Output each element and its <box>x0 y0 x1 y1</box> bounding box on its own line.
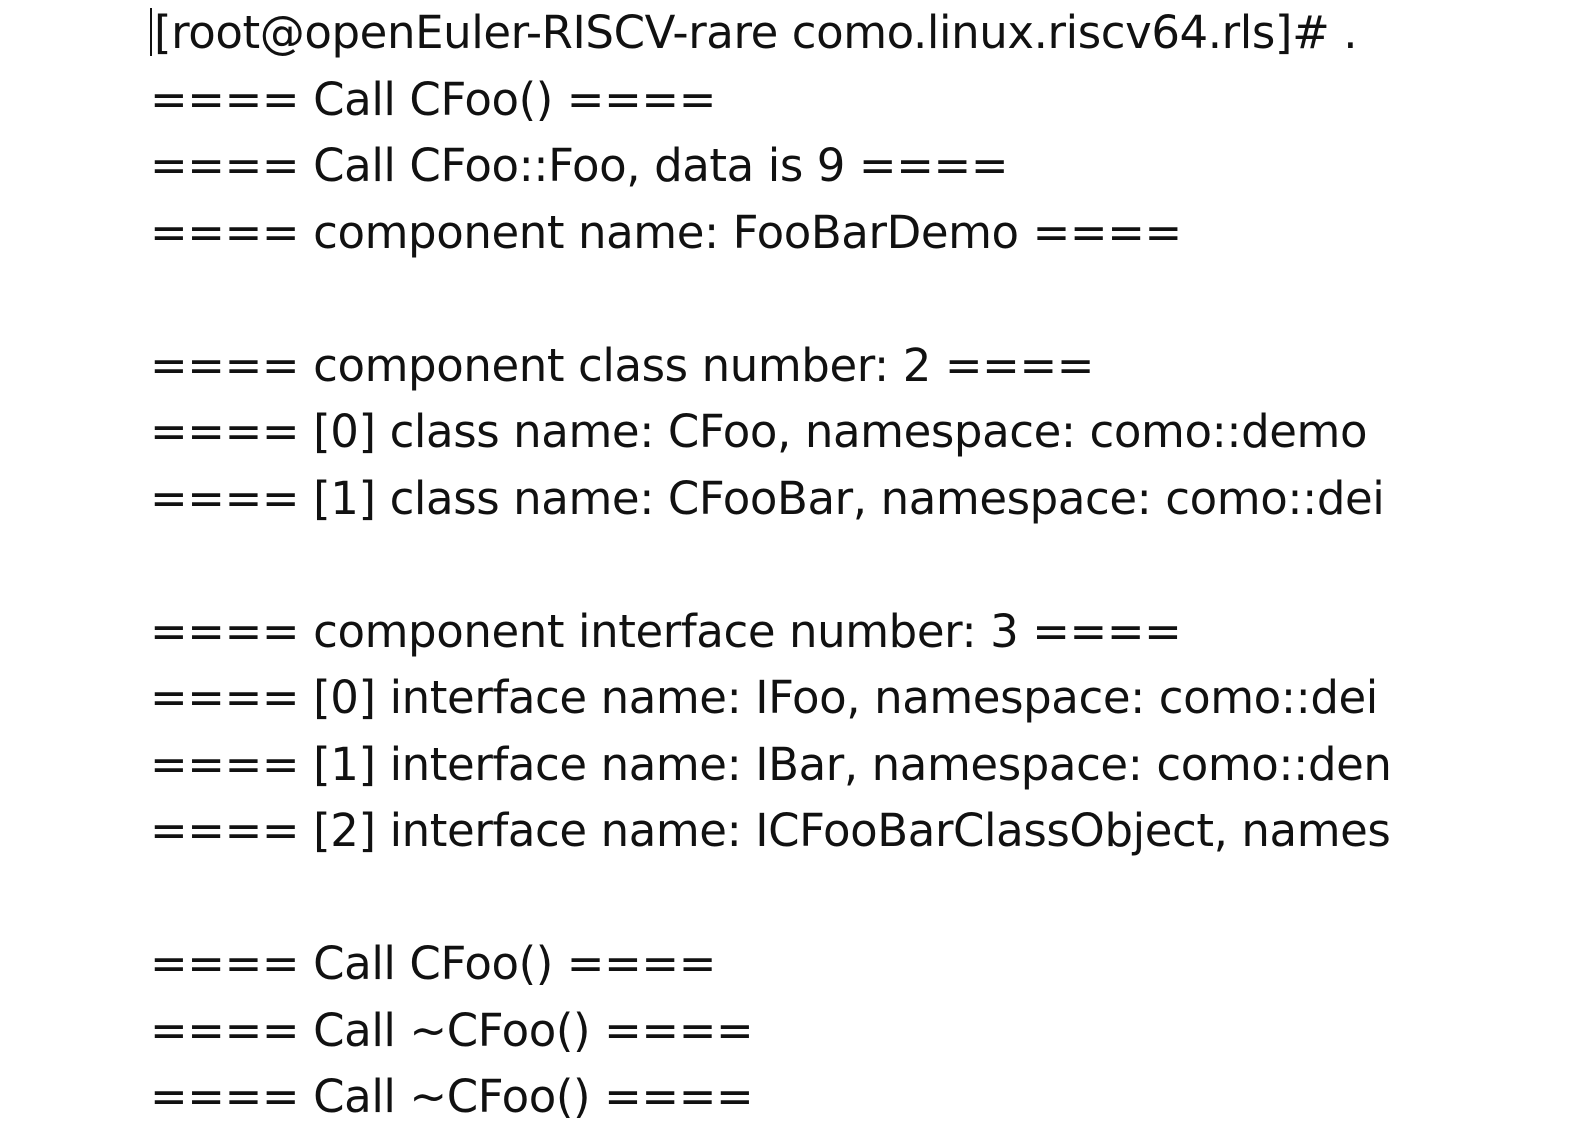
blank-line <box>150 532 1420 599</box>
output-line: ==== Call ~CFoo() ==== <box>150 1070 754 1123</box>
prompt-text: [root@openEuler-RISCV-rare como.linux.ri… <box>154 6 1358 59</box>
output-line: ==== [0] interface name: IFoo, namespace… <box>150 671 1378 724</box>
output-line: ==== Call CFoo::Foo, data is 9 ==== <box>150 139 1009 192</box>
prompt-line: [root@openEuler-RISCV-rare como.linux.ri… <box>150 0 1420 67</box>
output-line: ==== Call CFoo() ==== <box>150 937 717 990</box>
output-line: ==== [2] interface name: ICFooBarClassOb… <box>150 804 1391 857</box>
terminal-output: [root@openEuler-RISCV-rare como.linux.ri… <box>150 0 1420 1129</box>
blank-line <box>150 865 1420 932</box>
output-line: ==== Call CFoo() ==== <box>150 72 717 126</box>
blank-line <box>150 266 1420 333</box>
output-line: ==== [0] class name: CFoo, namespace: co… <box>150 405 1368 458</box>
output-line: ==== [1] interface name: IBar, namespace… <box>150 737 1392 791</box>
output-line: ==== component name: FooBarDemo ==== <box>150 205 1182 259</box>
output-line: ==== component interface number: 3 ==== <box>150 604 1182 658</box>
output-line: ==== [1] class name: CFooBar, namespace:… <box>150 471 1385 525</box>
output-line: ==== component class number: 2 ==== <box>150 338 1095 392</box>
text-cursor <box>150 8 152 56</box>
output-line: ==== Call ~CFoo() ==== <box>150 1003 754 1057</box>
